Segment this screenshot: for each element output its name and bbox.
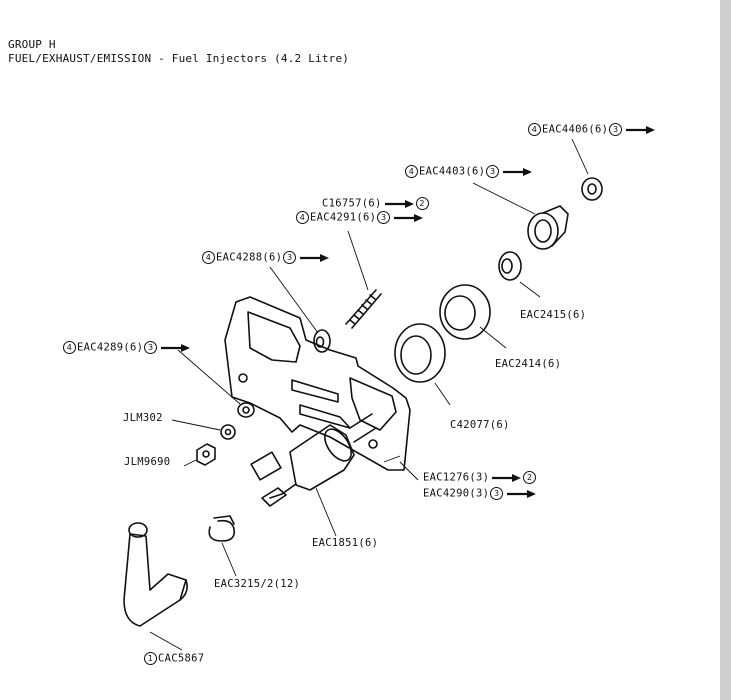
page-title: FUEL/EXHAUST/EMISSION - Fuel Injectors (… [8,52,350,65]
callout-eac2414: EAC2414(6) [495,358,562,370]
note-4-icon: 4 [405,165,418,178]
note-4-icon: 4 [63,341,76,354]
note-4-icon: 4 [528,123,541,136]
washer-small [220,424,236,440]
washer [237,402,255,418]
note-2-icon: 2 [415,197,429,210]
part-number: EAC1276(3) [423,471,490,484]
note-4-icon: 4 [202,251,215,264]
arrow-right-icon [492,473,522,482]
nut [196,443,216,466]
arrow-right-icon [507,489,537,498]
part-number: EAC4289(6) [77,341,144,354]
note-4-icon: 4 [296,211,309,224]
arrow-right-icon [394,213,424,222]
part-number: CAC5867 [158,652,205,665]
part-number: EAC4291(6) [310,211,377,224]
arrow-right-icon [626,125,656,134]
note-3-icon: 3 [486,165,500,178]
group-heading: GROUP H [8,38,56,51]
l-hose [123,533,187,627]
callout-jlm302: JLM302 [123,412,163,424]
part-number: EAC4288(6) [216,251,283,264]
stud [345,289,382,329]
callout-eac4290: EAC4290(3)3 [423,487,537,500]
fuel-injector [289,424,355,491]
note-1-icon: 1 [144,652,157,665]
callout-eac3215: EAC3215/2(12) [214,578,301,590]
note-2-icon: 2 [523,471,537,484]
callout-c42077: C42077(6) [450,419,510,431]
callout-eac2415: EAC2415(6) [520,309,587,321]
small-seal [498,251,522,281]
note-3-icon: 3 [377,211,391,224]
sleeve [313,329,331,353]
arrow-right-icon [503,167,533,176]
seal-ring [394,323,446,383]
note-3-icon: 3 [144,341,158,354]
o-ring [439,284,491,340]
callout-jlm9690: JLM9690 [124,456,171,468]
callout-eac1276: EAC1276(3) 2 [423,471,537,484]
note-3-icon: 3 [490,487,504,500]
part-number: EAC4290(3) [423,487,490,500]
callout-c16757: C16757(6) 2 [322,197,430,210]
hose-clip [208,519,236,542]
note-3-icon: 3 [609,123,623,136]
arrow-right-icon [300,253,330,262]
part-number: EAC4406(6) [542,123,609,136]
gasket-plate [224,296,411,471]
part-number: C16757(6) [322,197,382,210]
top-washer [581,177,603,201]
part-number: EAC4403(6) [419,165,486,178]
note-3-icon: 3 [283,251,297,264]
arrow-right-icon [384,199,414,208]
arrow-right-icon [161,343,191,352]
page-edge [720,0,731,700]
callout-eac1851: EAC1851(6) [312,537,379,549]
